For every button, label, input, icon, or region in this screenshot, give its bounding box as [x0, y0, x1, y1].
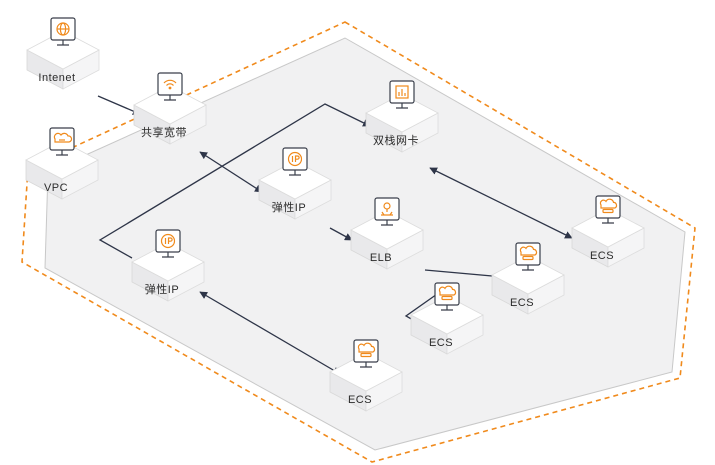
bar-chart-icon: [395, 85, 409, 99]
edge-shared-bandwidth-to-dual-nic: [98, 103, 371, 259]
cloud-server-icon: [438, 285, 457, 301]
node-box-top-face: [410, 295, 484, 335]
monitor: [353, 339, 379, 368]
node-label: ECS: [510, 297, 534, 309]
edge-dual-nic-to-ecs-right: [429, 167, 573, 239]
node-label: 弹性IP: [145, 282, 179, 296]
edge-eip-2-to-ecs-bottom: [199, 291, 341, 375]
cloud-server-icon: [519, 245, 538, 261]
monitor: [434, 282, 460, 311]
monitor: [595, 195, 621, 224]
node-box-top-face: [365, 93, 439, 133]
node-label: ECS: [429, 337, 453, 349]
node-label: ELB: [370, 252, 392, 264]
node-box-top-face: [258, 160, 332, 200]
node-label: 弹性IP: [272, 200, 306, 214]
node-box-top-face: [133, 85, 207, 125]
node-box-top-face: [131, 242, 205, 282]
node-label: 双栈网卡: [373, 133, 419, 147]
connections-layer: [97, 95, 573, 375]
ip-badge-icon: [160, 233, 176, 249]
node-ecs-mid-right[interactable]: ECS: [491, 242, 565, 315]
node-label: VPC: [44, 182, 68, 194]
load-balancer-icon: [381, 202, 393, 216]
monitor: [389, 80, 415, 109]
edge-eip-1-to-elb: [329, 227, 353, 241]
globe-icon: [56, 22, 70, 36]
monitor: [155, 229, 181, 258]
monitor: [374, 197, 400, 226]
node-ecs-mid[interactable]: ECS: [410, 282, 484, 355]
node-vpc[interactable]: VPC: [25, 127, 99, 200]
node-box-top-face: [25, 140, 99, 180]
node-elb[interactable]: ELB: [350, 197, 424, 270]
node-label: Intenet: [38, 72, 75, 84]
node-eip-2[interactable]: 弹性IP: [131, 229, 205, 302]
node-box-top-face: [26, 30, 100, 70]
wifi-router-icon: [163, 79, 177, 90]
ip-badge-icon: [287, 151, 303, 167]
node-eip-1[interactable]: 弹性IP: [258, 147, 332, 220]
monitor: [515, 242, 541, 271]
monitor: [282, 147, 308, 176]
cloud-network-icon: [53, 132, 73, 143]
node-label: 共享宽带: [141, 125, 187, 139]
node-ecs-bottom[interactable]: ECS: [329, 339, 403, 412]
monitor: [50, 17, 76, 46]
node-dual-nic[interactable]: 双栈网卡: [365, 80, 439, 153]
monitor: [49, 127, 75, 156]
node-box-top-face: [329, 352, 403, 392]
node-label: ECS: [590, 250, 614, 262]
node-box-top-face: [571, 208, 645, 248]
node-label: ECS: [348, 394, 372, 406]
monitor: [157, 72, 183, 101]
edge-internet-to-shared-bandwidth: [97, 95, 141, 115]
node-internet[interactable]: Intenet: [26, 17, 100, 90]
node-box-top-face: [491, 255, 565, 295]
cloud-server-icon: [599, 198, 618, 214]
node-ecs-right[interactable]: ECS: [571, 195, 645, 268]
node-shared-bandwidth[interactable]: 共享宽带: [133, 72, 207, 145]
cloud-server-icon: [357, 342, 376, 358]
edge-shared-bandwidth-to-eip-1: [199, 151, 263, 193]
vpc-region-outline: [21, 21, 696, 463]
node-box-top-face: [350, 210, 424, 250]
